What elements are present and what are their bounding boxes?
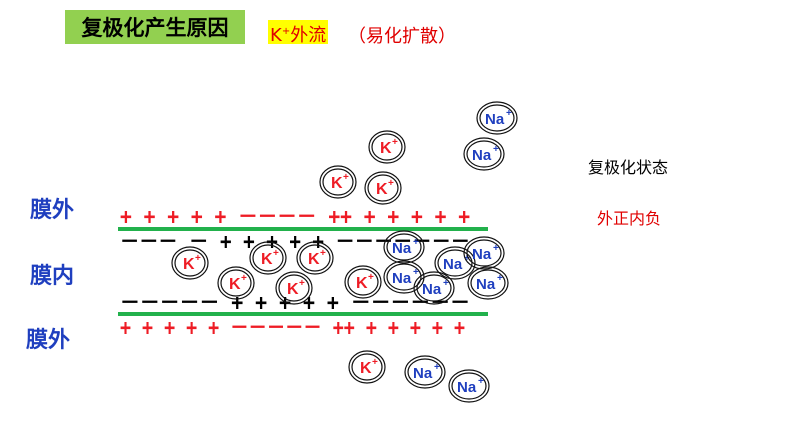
charge-row-top-outside: + + + + + －－－－ ++ + + + + + [120, 205, 470, 230]
potassium-ion-label: K [376, 181, 388, 198]
ion-charge-label: + [241, 273, 247, 284]
state-desc: 外正内负 [597, 209, 662, 228]
state-title: 复极化状态 [588, 158, 669, 177]
ion-charge-label: + [368, 272, 374, 283]
potassium-ion: K+ [344, 265, 382, 299]
potassium-ion-label: K [261, 251, 273, 268]
potassium-ion-label: K [183, 256, 195, 273]
sodium-ion: Na+ [434, 246, 476, 280]
ion-charge-label: + [372, 357, 378, 368]
sodium-ion-label: Na [413, 365, 433, 382]
sodium-ion: Na+ [404, 355, 446, 389]
potassium-ion: K+ [296, 241, 334, 275]
title-box: 复极化产生原因 [65, 10, 245, 44]
ion-charge-label: + [388, 178, 394, 189]
potassium-ion: K+ [217, 266, 255, 300]
ion-charge-label: + [343, 172, 349, 183]
label-outside-top: 膜外 [30, 198, 75, 223]
sodium-ion-label: Na [472, 246, 492, 263]
sodium-ion: Na+ [448, 369, 490, 403]
ion-charge-label: + [299, 278, 305, 289]
potassium-ion: K+ [171, 246, 209, 280]
potassium-ion: K+ [319, 165, 357, 199]
ion-charge-label: + [434, 362, 440, 373]
potassium-ion-label: K [308, 251, 320, 268]
potassium-ion-label: K [229, 276, 241, 293]
potassium-ion-label: K [356, 275, 368, 292]
sodium-ion: Na+ [383, 230, 425, 264]
potassium-ion: K+ [249, 241, 287, 275]
mechanism-note: （易化扩散） [348, 26, 456, 47]
ion-charge-label: + [413, 237, 419, 248]
potassium-ion-label: K [360, 360, 372, 377]
ion-charge-label: + [497, 273, 503, 284]
sodium-ion-label: Na [472, 147, 492, 164]
ion-charge-label: + [478, 376, 484, 387]
potassium-ion-label: K [380, 140, 392, 157]
ion-layer: K+K+K+K+K+K+K+K+K+K+Na+Na+Na+Na+Na+Na+Na… [171, 101, 518, 403]
sodium-ion: Na+ [463, 236, 505, 270]
topic-text: 外流 [290, 25, 327, 46]
potassium-ion: K+ [275, 271, 313, 305]
label-inside: 膜内 [30, 264, 75, 289]
sodium-ion-label: Na [392, 270, 412, 287]
charge-row-bottom-outside: + + + + + －－－－－ ++ + + + + + [120, 316, 465, 341]
ion-charge-label: + [392, 137, 398, 148]
potassium-ion: K+ [348, 350, 386, 384]
ion-charge-label: + [195, 253, 201, 264]
potassium-ion: K+ [368, 130, 406, 164]
sodium-ion: Na+ [476, 101, 518, 135]
ion-charge-label: + [464, 253, 470, 264]
ion-charge-label: + [320, 248, 326, 259]
ion-charge-label: + [506, 108, 512, 119]
ion-charge-label: + [413, 267, 419, 278]
topic-ion: K [270, 25, 282, 46]
sodium-ion: Na+ [467, 266, 509, 300]
ion-charge-label: + [493, 144, 499, 155]
sodium-ion-label: Na [485, 111, 505, 128]
potassium-ion-label: K [287, 281, 299, 298]
topic-charge: + [281, 26, 291, 37]
sodium-ion: Na+ [463, 137, 505, 171]
page-title: 复极化产生原因 [81, 16, 229, 40]
potassium-ion: K+ [364, 171, 402, 205]
ion-charge-label: + [273, 248, 279, 259]
sodium-ion-label: Na [443, 256, 463, 273]
sodium-ion-label: Na [476, 276, 496, 293]
sodium-ion-label: Na [392, 240, 412, 257]
topic-label: K+外流 [268, 20, 329, 46]
potassium-ion-label: K [331, 175, 343, 192]
sodium-ion: Na+ [383, 260, 425, 294]
sodium-ion: Na+ [413, 271, 455, 305]
sodium-ion-label: Na [457, 379, 477, 396]
ion-charge-label: + [443, 278, 449, 289]
label-outside-bottom: 膜外 [26, 328, 71, 353]
ion-charge-label: + [493, 243, 499, 254]
sodium-ion-label: Na [422, 281, 442, 298]
